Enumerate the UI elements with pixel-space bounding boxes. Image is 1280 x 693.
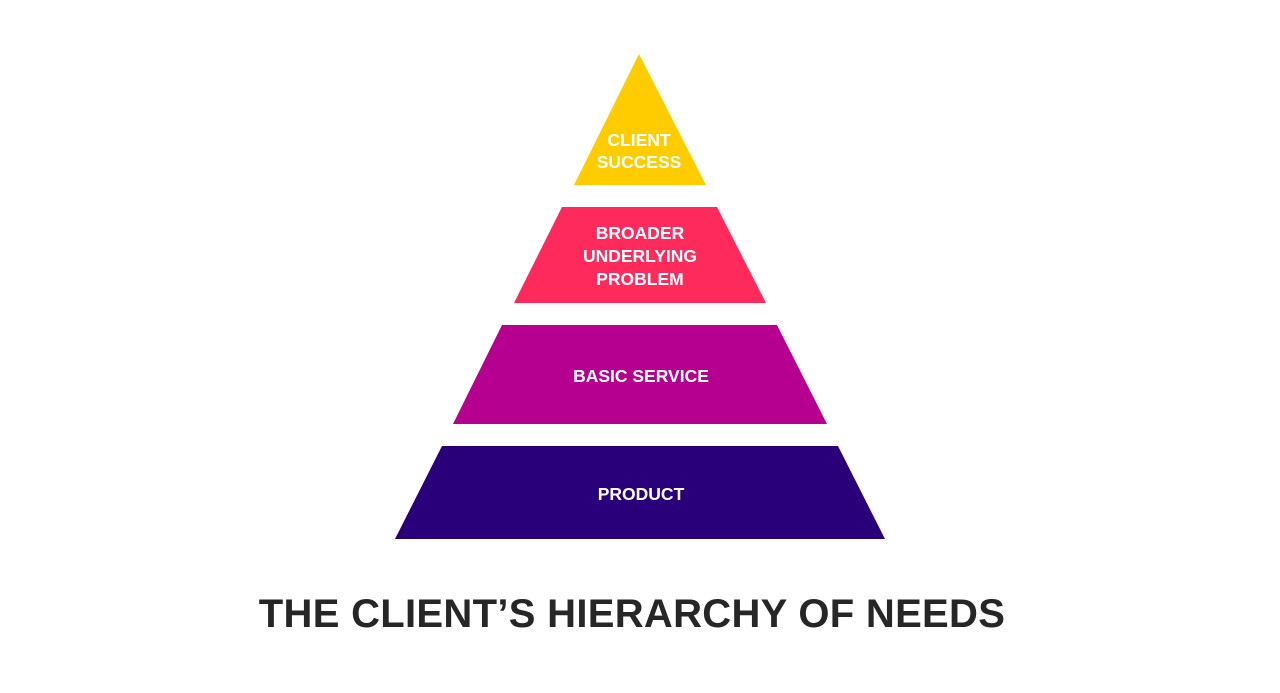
tier-label: BASIC SERVICE (573, 366, 709, 386)
tier-label: BROADER (596, 223, 685, 243)
tier-label: PRODUCT (598, 484, 685, 504)
tier-product (395, 446, 885, 539)
tier-client-success (574, 54, 706, 185)
diagram-title: THE CLIENT’S HIERARCHY OF NEEDS (258, 592, 1006, 636)
tier-label: SUCCESS (597, 152, 682, 172)
tier-label: UNDERLYING (583, 246, 697, 266)
tier-label: PROBLEM (596, 269, 684, 289)
tier-basic-service (453, 325, 827, 424)
tier-label: CLIENT (607, 130, 671, 150)
tier-broader-underlying-problem (514, 207, 766, 303)
